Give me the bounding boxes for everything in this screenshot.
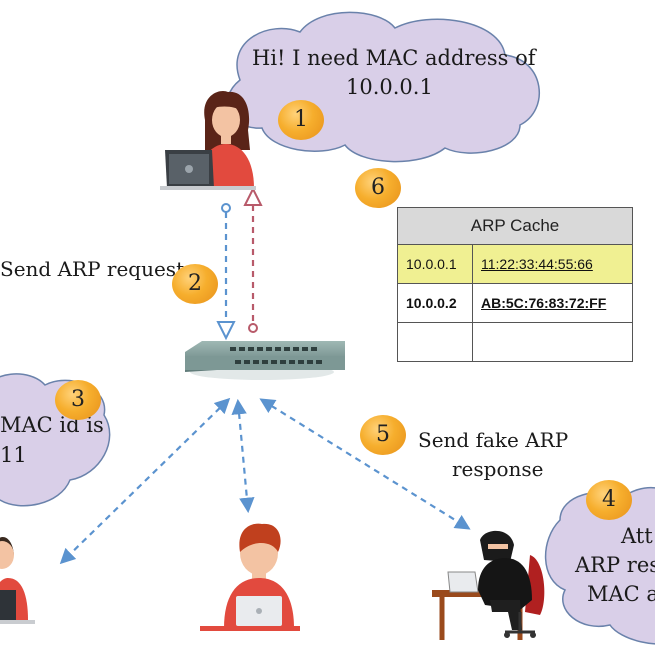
arp-request-arrow: [216, 203, 236, 341]
arp-reply-arrow: [243, 186, 263, 333]
send-fake-arp-label-line2: response: [452, 457, 544, 481]
attacker-bubble-line2: ARP res: [575, 553, 655, 577]
attacker-bubble-line1: Att: [621, 524, 653, 548]
network-switch-icon: [185, 341, 345, 380]
send-arp-request-label: Send ARP request: [0, 257, 185, 281]
arp-cache-table: ARP Cache 10.0.0.1 11:22:33:44:55:66 10.…: [397, 207, 633, 362]
step-badge-3: 3: [55, 380, 101, 420]
person-laptop-icon: [0, 537, 35, 624]
arp-row-ip: 10.0.0.2: [397, 283, 473, 323]
arp-row-mac: [472, 322, 633, 362]
hacker-icon: [432, 530, 545, 640]
table-row: 10.0.0.2 AB:5C:76:83:72:FF: [397, 283, 633, 323]
link-attacker: [259, 398, 471, 530]
arp-row-mac: 11:22:33:44:55:66: [472, 244, 633, 284]
arp-row-ip: [397, 322, 473, 362]
woman-laptop-icon: [160, 90, 256, 190]
table-row: 10.0.0.1 11:22:33:44:55:66: [397, 244, 633, 284]
step-badge-1: 1: [278, 100, 324, 140]
send-fake-arp-label-line1: Send fake ARP: [418, 428, 569, 452]
victim-bubble-line2: 10.0.0.1: [346, 75, 433, 99]
step-badge-6: 6: [355, 168, 401, 208]
step-badge-5: 5: [360, 415, 406, 455]
arp-cache-title: ARP Cache: [397, 207, 633, 245]
victim-bubble-line1: Hi! I need MAC address of: [252, 46, 536, 70]
man-laptop-icon: [200, 523, 300, 631]
arp-row-mac: AB:5C:76:83:72:FF: [472, 283, 633, 323]
link-left-host: [59, 397, 231, 565]
link-center-host: [231, 398, 255, 514]
step-badge-4: 4: [586, 480, 632, 520]
step-badge-2: 2: [172, 264, 218, 304]
left-bubble-line2: 11: [0, 443, 27, 467]
attacker-bubble-line3: MAC a: [587, 582, 655, 606]
arp-row-ip: 10.0.0.1: [397, 244, 473, 284]
table-row: [397, 322, 633, 362]
